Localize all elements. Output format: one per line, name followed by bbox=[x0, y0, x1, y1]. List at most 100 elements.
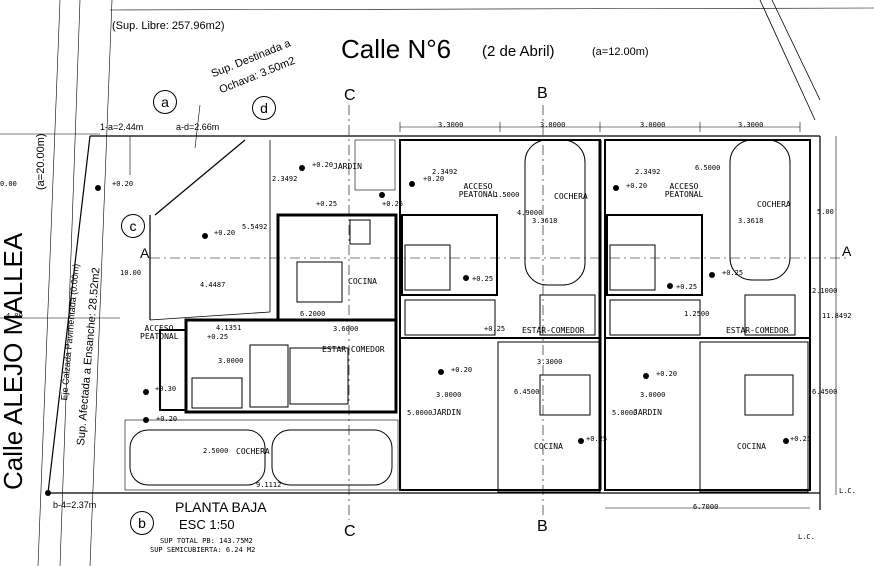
room-acceso-1: ACCESO PEATONAL bbox=[140, 324, 179, 341]
dim-118492: 11.8492 bbox=[822, 312, 852, 320]
marker-a: a bbox=[153, 90, 177, 114]
car-left-1 bbox=[129, 429, 266, 486]
level-5: +0.25 bbox=[382, 200, 404, 208]
dim-21000: 2.1000 bbox=[812, 287, 838, 295]
dim-23492c: 2.3492 bbox=[635, 168, 661, 176]
room-cochera-2: COCHERA bbox=[554, 192, 588, 201]
level-13: +0.20 bbox=[656, 370, 678, 378]
marker-c: c bbox=[121, 214, 145, 238]
dim-41351: 4.1351 bbox=[216, 324, 242, 332]
level-9: +0.30 bbox=[155, 385, 177, 393]
section-a-left: A bbox=[140, 245, 150, 261]
level-16: +0.20 bbox=[156, 415, 178, 423]
dim-top-2: 3.0000 bbox=[540, 121, 566, 129]
street-edge-line bbox=[37, 0, 61, 566]
room-estar-2: ESTAR-COMEDOR bbox=[522, 326, 585, 335]
car-right bbox=[729, 139, 791, 281]
dim-500: 5.00 bbox=[817, 208, 834, 216]
dim-65000a: 6.5000 bbox=[695, 164, 721, 172]
room-estar-1: ESTAR-COMEDOR bbox=[322, 345, 385, 354]
dim-10: 10.00 bbox=[120, 269, 142, 277]
dim-30000b: 3.0000 bbox=[436, 391, 462, 399]
car-middle bbox=[524, 139, 586, 286]
room-cochera-3: COCHERA bbox=[757, 200, 791, 209]
section-b-top: B bbox=[537, 85, 548, 102]
dim-23492b: 2.3492 bbox=[432, 168, 458, 176]
level-3: +0.25 bbox=[316, 200, 338, 208]
section-b-bottom: B bbox=[537, 518, 548, 535]
street-title: Calle N°6 bbox=[341, 34, 452, 64]
level-8: +0.25 bbox=[472, 275, 494, 283]
room-cochera-1: COCHERA bbox=[236, 447, 270, 456]
marker-d: d bbox=[252, 96, 276, 120]
room-jardin-1: JARDIN bbox=[333, 162, 362, 171]
room-estar-3: ESTAR-COMEDOR bbox=[726, 326, 789, 335]
dim-55492: 5.5492 bbox=[242, 223, 268, 231]
dim-64500b: 6.4500 bbox=[812, 388, 838, 396]
sup-total: SUP TOTAL PB: 143.75M2 bbox=[160, 537, 253, 545]
room-jardin-2: JARDIN bbox=[432, 408, 461, 417]
dim-ad: a-d=2.66m bbox=[176, 122, 220, 132]
street-width: (a=12.00m) bbox=[592, 46, 649, 58]
sup-libre: (Sup. Libre: 257.96m2) bbox=[112, 20, 225, 32]
level-10: +0.25 bbox=[207, 333, 229, 341]
level-15: +0.25 bbox=[722, 269, 744, 277]
ochava-line bbox=[154, 139, 246, 216]
level-6: +0.20 bbox=[423, 175, 445, 183]
level-18: +0.25 bbox=[790, 435, 812, 443]
dim-49000: 4.9000 bbox=[517, 209, 543, 217]
dim-lc-right: L.C. bbox=[839, 487, 856, 495]
room-cocina-1: COCINA bbox=[348, 277, 377, 286]
dim-50000b: 5.0000 bbox=[612, 409, 638, 417]
plan-scale: ESC 1:50 bbox=[179, 517, 235, 532]
plan-title: PLANTA BAJA bbox=[175, 499, 267, 515]
dim-1a: 1-a=2.44m bbox=[100, 122, 144, 132]
dim-44487: 4.4487 bbox=[200, 281, 226, 289]
dim-400: 4.00 bbox=[6, 312, 23, 320]
dim-15000: 1.5000 bbox=[494, 191, 520, 199]
dim-36000: 3.6000 bbox=[333, 325, 359, 333]
dim-50000a: 5.0000 bbox=[407, 409, 433, 417]
section-c-top: C bbox=[344, 87, 356, 104]
dim-23492a: 2.3492 bbox=[272, 175, 298, 183]
dim-lc-bottom: L.C. bbox=[798, 533, 815, 541]
left-kitchen-walls bbox=[276, 213, 398, 322]
dim-36818b: 3.3618 bbox=[738, 217, 764, 225]
level-12: +0.25 bbox=[484, 325, 506, 333]
marker-b: b bbox=[130, 511, 154, 535]
level-7: +0.20 bbox=[626, 182, 648, 190]
level-2: +0.20 bbox=[312, 161, 334, 169]
room-acceso-3: ACCESO PEATONAL bbox=[664, 182, 704, 199]
room-jardin-3: JARDIN bbox=[633, 408, 662, 417]
dim-91112: 9.1112 bbox=[256, 481, 282, 489]
dim-25000: 2.5000 bbox=[203, 447, 229, 455]
dim-b4: b-4=2.37m bbox=[53, 500, 97, 510]
room-acceso-2: ACCESO PEATONAL bbox=[458, 182, 498, 199]
level-11: +0.20 bbox=[451, 366, 473, 374]
dim-33000m: 3.3000 bbox=[537, 358, 563, 366]
level-4: +0.20 bbox=[214, 229, 236, 237]
room-cocina-3: COCINA bbox=[737, 442, 766, 451]
dim-36818a: 3.3618 bbox=[532, 217, 558, 225]
right-unit-walls bbox=[604, 139, 811, 491]
sup-semicubierta: SUP SEMICUBIERTA: 6.24 M2 bbox=[150, 546, 256, 554]
street-subtitle: (2 de Abril) bbox=[482, 43, 555, 60]
dim-top-4: 3.3000 bbox=[738, 121, 764, 129]
side-line bbox=[47, 135, 91, 494]
street-axis-line bbox=[59, 0, 81, 566]
dim-top-1: 3.3000 bbox=[438, 121, 464, 129]
car-left-2 bbox=[271, 429, 393, 486]
dim-30000c: 3.0000 bbox=[640, 391, 666, 399]
dim-67000: 6.7000 bbox=[693, 503, 719, 511]
dim-12500: 1.2500 bbox=[684, 310, 710, 318]
dim-30000a: 3.0000 bbox=[218, 357, 244, 365]
dim-top-3: 3.0000 bbox=[640, 121, 666, 129]
room-cocina-2: COCINA bbox=[534, 442, 563, 451]
level-17: +0.25 bbox=[586, 435, 608, 443]
side-street-name: Calle ALEJO MALLEA bbox=[0, 232, 28, 490]
side-street-width: (a=20.00m) bbox=[35, 133, 47, 190]
dim-62000: 6.2000 bbox=[300, 310, 326, 318]
dim-64500a: 6.4500 bbox=[514, 388, 540, 396]
level-1: +0.20 bbox=[112, 180, 134, 188]
